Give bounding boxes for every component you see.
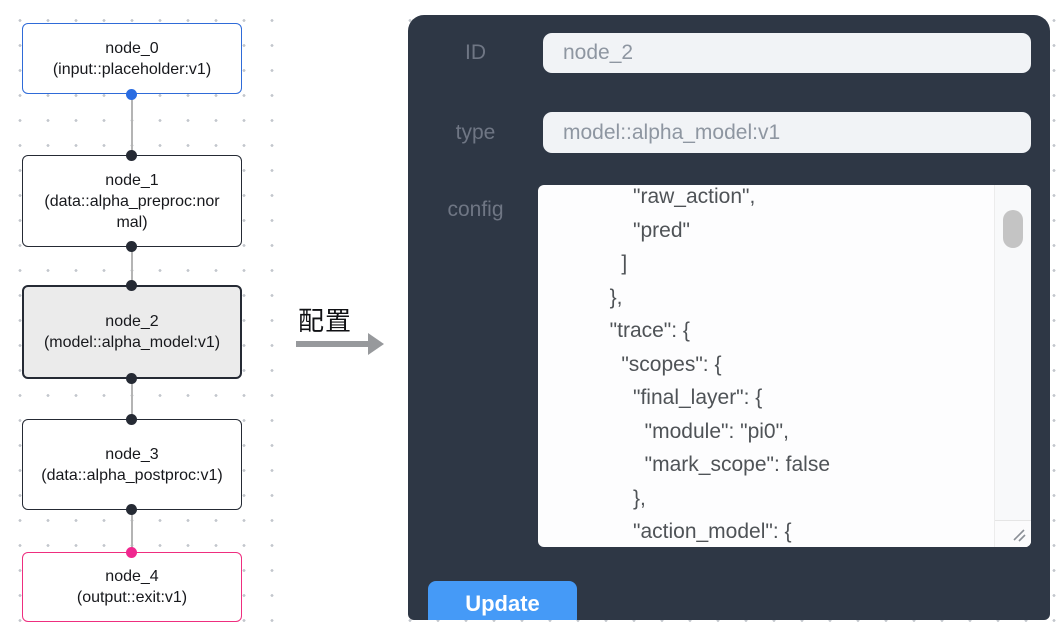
edge-node0-node1 bbox=[131, 94, 133, 155]
node-title: node_1 bbox=[105, 171, 159, 189]
flow-node-node_1[interactable]: node_1 (data::alpha_preproc:normal) bbox=[22, 155, 242, 247]
node-subtitle: (model::alpha_model:v1) bbox=[43, 334, 221, 351]
flow-node-node_3[interactable]: node_3 (data::alpha_postproc:v1) bbox=[22, 419, 242, 510]
port-in-node_3[interactable] bbox=[126, 414, 137, 425]
port-in-node_2[interactable] bbox=[126, 280, 137, 291]
port-out-node_1[interactable] bbox=[126, 241, 137, 252]
config-scrollbar-thumb[interactable] bbox=[1003, 210, 1023, 248]
port-out-node_2[interactable] bbox=[126, 373, 137, 384]
node-title: node_3 bbox=[105, 445, 159, 463]
resize-grip-icon bbox=[1013, 529, 1026, 542]
type-field-label: type bbox=[455, 121, 496, 144]
config-textarea[interactable]: "raw_action", "pred" ] }, "trace": { "sc… bbox=[538, 185, 1031, 547]
configure-arrow-head-icon bbox=[368, 333, 384, 355]
edge-node3-node4 bbox=[131, 510, 133, 552]
id-input[interactable] bbox=[543, 33, 1031, 73]
port-out-node_0[interactable] bbox=[126, 89, 137, 100]
config-json-text: "raw_action", "pred" ] }, "trace": { "sc… bbox=[609, 185, 830, 543]
update-button[interactable]: Update bbox=[428, 581, 577, 620]
configure-arrow-label: 配置 bbox=[298, 306, 353, 336]
flow-node-node_4[interactable]: node_4 (output::exit:v1) bbox=[22, 552, 242, 622]
node-config-panel: ID type config "raw_action", "pred" ] },… bbox=[408, 15, 1050, 620]
node-subtitle: (output::exit:v1) bbox=[76, 589, 188, 606]
node-title: node_4 bbox=[105, 568, 159, 585]
configure-arrow bbox=[296, 341, 368, 347]
node-subtitle: (data::alpha_postproc:v1) bbox=[41, 466, 223, 484]
config-scrollbar[interactable] bbox=[994, 185, 1031, 547]
node-title: node_2 bbox=[105, 313, 159, 330]
edge-node2-node3 bbox=[131, 379, 133, 419]
port-in-node_1[interactable] bbox=[126, 150, 137, 161]
edge-node1-node2 bbox=[131, 247, 133, 285]
flow-canvas[interactable]: node_0 (input::placeholder:v1) node_1 (d… bbox=[0, 0, 278, 643]
id-field-label: ID bbox=[465, 41, 486, 64]
config-resize-handle[interactable] bbox=[995, 520, 1031, 547]
node-title: node_0 bbox=[105, 39, 159, 57]
flow-node-node_2-selected[interactable]: node_2 (model::alpha_model:v1) bbox=[22, 285, 242, 379]
node-subtitle: (data::alpha_preproc:normal) bbox=[44, 192, 220, 231]
type-input[interactable] bbox=[543, 112, 1031, 153]
node-subtitle: (input::placeholder:v1) bbox=[52, 60, 212, 78]
port-out-node_3[interactable] bbox=[126, 504, 137, 515]
config-field-label: config bbox=[447, 198, 504, 221]
port-in-node_4[interactable] bbox=[126, 547, 137, 558]
flow-node-node_0[interactable]: node_0 (input::placeholder:v1) bbox=[22, 23, 242, 94]
